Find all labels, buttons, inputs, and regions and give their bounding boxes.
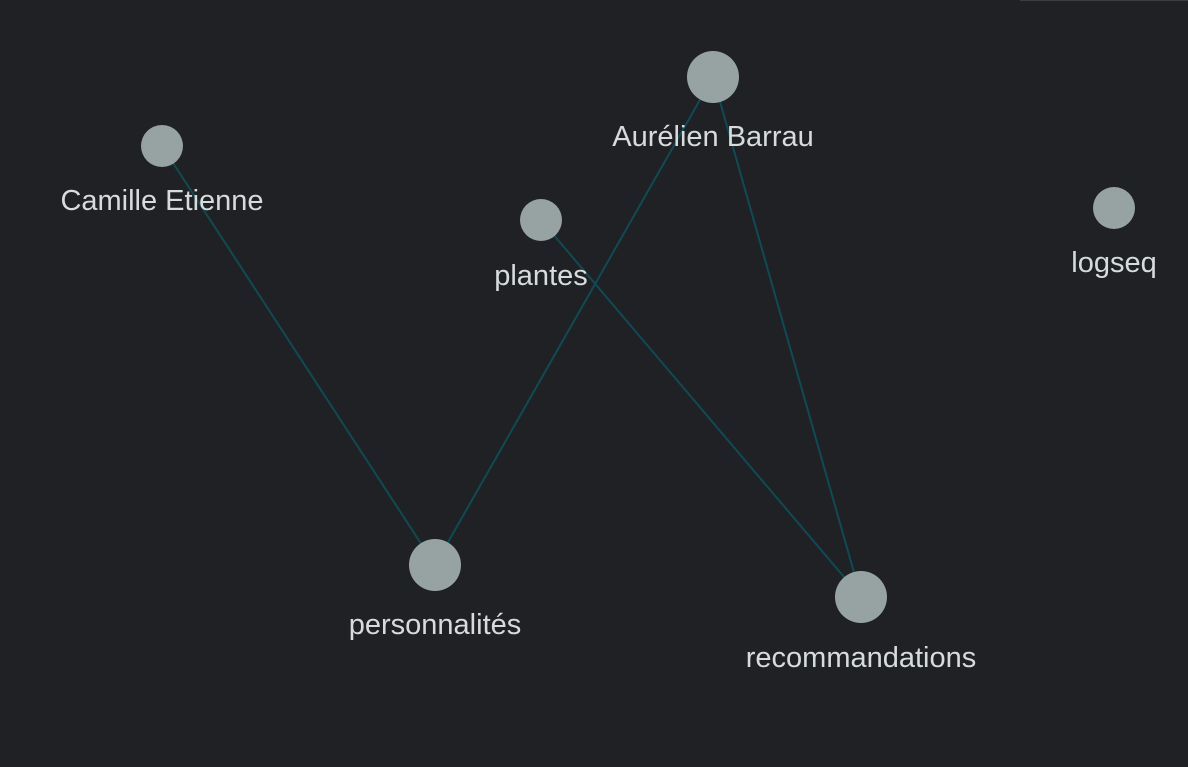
edge-aurelien-recommandations [712,76,862,598]
canvas-top-edge [1020,0,1188,1]
node-personnalites[interactable]: personnalités [349,539,522,641]
edge-plantes-recommandations [540,219,862,598]
node-label: Camille Etienne [60,185,263,217]
node-circle[interactable] [687,51,739,103]
edge-camille-personnalites [161,145,436,566]
node-label: recommandations [746,642,977,674]
node-circle[interactable] [520,199,562,241]
node-label: Aurélien Barrau [612,121,814,153]
node-plantes[interactable]: plantes [494,199,588,292]
node-aurelien-barrau[interactable]: Aurélien Barrau [612,51,814,153]
node-label: plantes [494,260,588,292]
edge-aurelien-personnalites [434,76,714,566]
node-circle[interactable] [409,539,461,591]
node-circle[interactable] [1093,187,1135,229]
node-logseq[interactable]: logseq [1071,187,1157,279]
nodes-layer: Camille Etienne Aurélien Barrau plantes … [60,51,1157,674]
node-circle[interactable] [141,125,183,167]
edges-layer [161,76,862,598]
node-camille-etienne[interactable]: Camille Etienne [60,125,264,217]
node-recommandations[interactable]: recommandations [746,571,977,674]
node-circle[interactable] [835,571,887,623]
node-label: logseq [1071,247,1156,279]
node-label: personnalités [349,609,522,641]
